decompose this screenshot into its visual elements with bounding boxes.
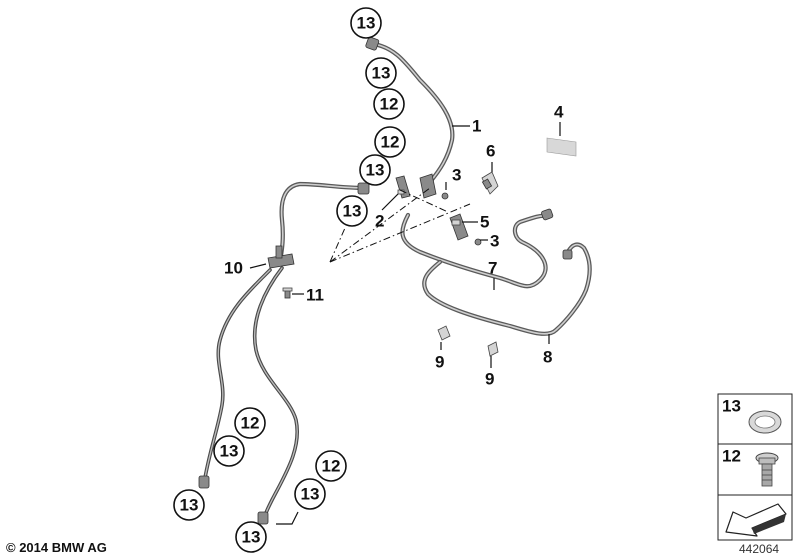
part-label-3-lower[interactable]: 3	[490, 232, 499, 251]
callout-12-b[interactable]: 12	[374, 126, 406, 158]
legend-item-12[interactable]: 12	[722, 447, 779, 487]
callout-13-h[interactable]: 13	[235, 521, 267, 553]
svg-text:13: 13	[180, 496, 199, 515]
label-plate-4	[546, 137, 577, 157]
leader-10	[249, 263, 267, 269]
svg-text:13: 13	[372, 64, 391, 83]
part-label-5[interactable]: 5	[480, 213, 489, 232]
callout-13-c[interactable]: 13	[359, 154, 391, 186]
bolt-3-lower[interactable]	[474, 238, 482, 246]
bolt-3-upper[interactable]	[441, 192, 449, 200]
svg-text:13: 13	[220, 442, 239, 461]
part-label-11[interactable]: 11	[306, 286, 324, 305]
callout-13-e[interactable]: 13	[213, 435, 245, 467]
pipe-end-8[interactable]	[562, 249, 573, 260]
clip-9-right[interactable]	[487, 341, 499, 357]
callout-13-f[interactable]: 13	[173, 489, 205, 521]
part-label-8[interactable]: 8	[543, 348, 552, 367]
copyright-notice: © 2014 BMW AG	[6, 540, 107, 555]
legend-item-13[interactable]: 13	[722, 397, 782, 434]
bracket-10[interactable]	[267, 245, 295, 269]
brake-pipe-8[interactable]	[422, 242, 592, 336]
part-label-6[interactable]: 6	[486, 142, 495, 161]
svg-text:12: 12	[722, 447, 741, 466]
clip-9-left[interactable]	[437, 325, 451, 341]
svg-text:13: 13	[301, 485, 320, 504]
svg-text:12: 12	[381, 133, 400, 152]
svg-text:12: 12	[322, 457, 341, 476]
svg-text:12: 12	[241, 414, 260, 433]
svg-text:13: 13	[242, 528, 261, 547]
svg-text:13: 13	[357, 14, 376, 33]
svg-text:13: 13	[722, 397, 741, 416]
brake-pipe-7[interactable]	[400, 212, 549, 289]
svg-text:13: 13	[366, 161, 385, 180]
reference-line-c	[399, 189, 449, 213]
part-label-2[interactable]: 2	[375, 212, 384, 231]
part-label-9-left[interactable]: 9	[435, 353, 444, 372]
part-label-9-right[interactable]: 9	[485, 370, 494, 389]
leader-13-bottom-right	[276, 511, 299, 525]
callout-12-c[interactable]: 12	[234, 407, 266, 439]
callout-13-a[interactable]: 13	[350, 7, 382, 39]
brake-line-1[interactable]	[371, 41, 455, 185]
pressure-sensor-6[interactable]	[481, 171, 499, 195]
reference-line-a	[329, 187, 431, 263]
fitting-bottom-right[interactable]	[257, 511, 269, 525]
pipe-end-7[interactable]	[541, 208, 554, 221]
part-label-10[interactable]: 10	[224, 259, 243, 278]
bolt-11[interactable]	[282, 287, 293, 299]
callout-13-b[interactable]: 13	[365, 57, 397, 89]
bracket-5[interactable]	[449, 213, 469, 241]
banjo-fitting-top[interactable]	[365, 36, 380, 51]
svg-text:13: 13	[343, 202, 362, 221]
callout-12-d[interactable]: 12	[315, 450, 347, 482]
direction-arrow-icon	[725, 503, 787, 537]
callout-13-g[interactable]: 13	[294, 478, 326, 510]
banjo-fitting-upper-left[interactable]	[357, 182, 370, 195]
callout-13-d[interactable]: 13	[336, 195, 368, 227]
fitting-bottom-left[interactable]	[198, 475, 210, 489]
part-label-7[interactable]: 7	[488, 259, 497, 278]
diagram-number: 442064	[739, 542, 780, 556]
reference-line-b	[329, 203, 471, 263]
brake-hose-right[interactable]	[252, 266, 299, 522]
callout-12-a[interactable]: 12	[373, 88, 405, 120]
brake-hose-left[interactable]	[203, 268, 272, 480]
leader-2	[381, 193, 399, 211]
part-label-3-upper[interactable]: 3	[452, 166, 461, 185]
svg-text:12: 12	[380, 95, 399, 114]
brake-line-10-upper[interactable]	[277, 181, 369, 265]
part-label-1[interactable]: 1	[472, 117, 481, 136]
banjo-bolt-icon	[755, 452, 779, 487]
part-label-4[interactable]: 4	[554, 103, 564, 122]
reference-line-d	[329, 227, 346, 263]
